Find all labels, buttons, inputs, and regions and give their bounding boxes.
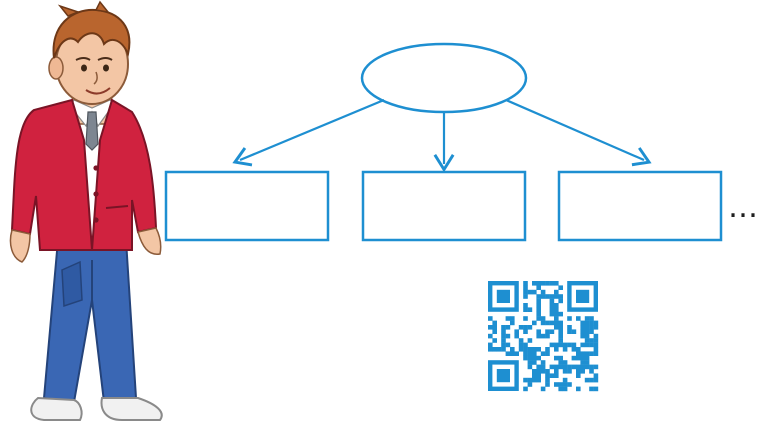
boy-illustration bbox=[9, 0, 163, 421]
arrow-right bbox=[505, 98, 652, 167]
child-node-box-2 bbox=[361, 170, 527, 242]
child-node-box-1 bbox=[164, 170, 330, 242]
root-node-ellipse bbox=[360, 42, 528, 114]
continuation-ellipsis: … bbox=[728, 190, 760, 225]
qr-code bbox=[488, 281, 599, 392]
concept-diagram bbox=[164, 42, 723, 242]
child-node-box-3 bbox=[557, 170, 723, 242]
arrow-left bbox=[232, 98, 385, 167]
